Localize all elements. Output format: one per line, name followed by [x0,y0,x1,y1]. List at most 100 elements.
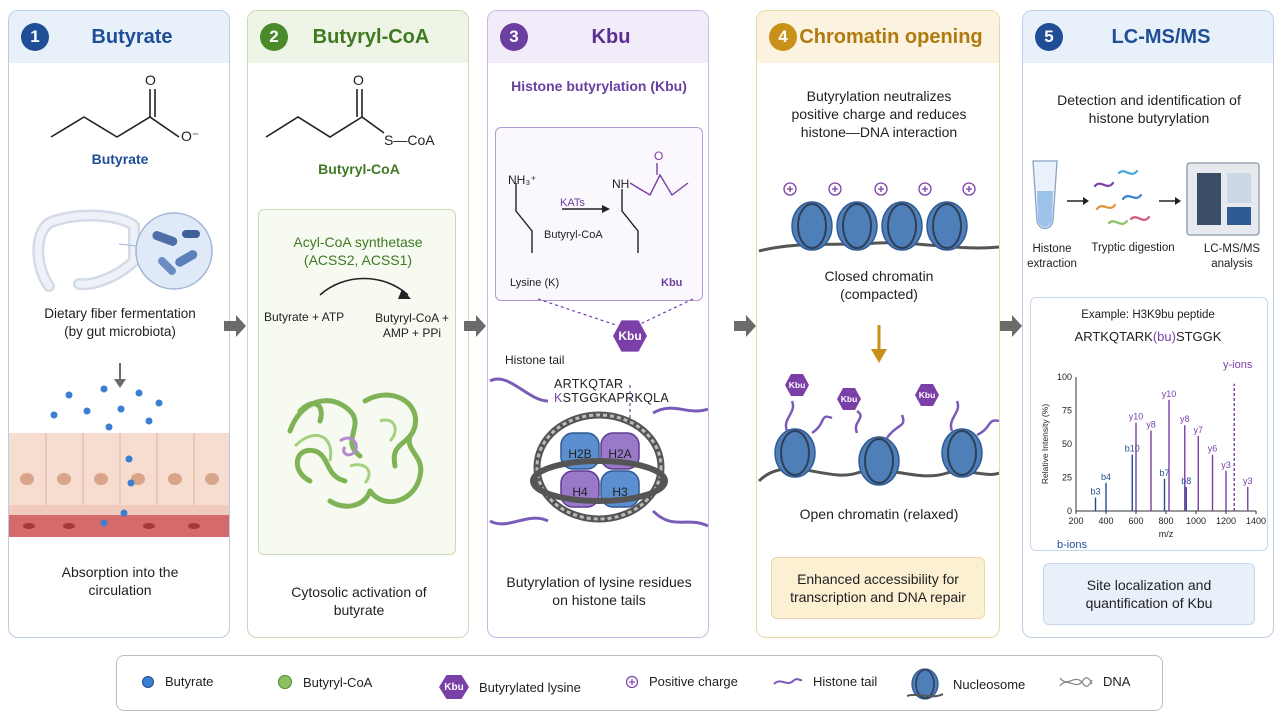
green-dot-icon [278,675,292,689]
panel-header: 2 Butyryl-CoA [248,11,468,63]
butyrylation-text: Butyrylation of lysine residues on histo… [506,574,692,608]
kbu-badge-open-1: Kbu [785,373,809,397]
panel-title: Kbu [591,25,631,48]
nh-label: NH [612,177,630,191]
lysine-reaction-structures [515,163,689,253]
step-number-badge: 3 [500,23,528,51]
sequence-suffix: STGGKAPRKQLA [562,391,670,405]
peak-label: y10 [1162,389,1177,399]
histone-H4: H4 [572,485,588,499]
panel-title: Butyryl-CoA [312,25,430,48]
legend-item-positive-charge: Positive charge [625,674,738,689]
peak-label: y8 [1146,420,1156,430]
panel-header: 4 Chromatin opening [757,11,999,63]
kbu-badge-open-2: Kbu [837,387,861,411]
y-ions-label: y-ions [1223,359,1253,371]
down-arrow [114,363,126,388]
site-localization-box: Site localization and quantification of … [1043,563,1255,625]
x-tick-label: 800 [1158,516,1173,526]
panel-lc-ms: 5 LC-MS/MS Detection and identification … [1022,10,1274,638]
step-number-badge: 4 [769,23,797,51]
accessibility-box: Enhanced accessibility for transcription… [771,557,985,619]
ominus-label: O⁻ [181,128,200,144]
legend-item-nucleosome: Nucleosome [907,666,1025,702]
fiber-fermentation-text: Dietary fiber fermentation (by gut micro… [44,306,196,339]
example-label: Example: H3K9bu peptide [1081,309,1215,321]
peptide-sequence: ARTKQTARK(bu)STGGK [1030,329,1266,344]
panel-header: 1 Butyrate [9,11,229,63]
panel-header: 5 LC-MS/MS [1023,11,1273,63]
reactant-label: Butyrate + ATP [264,310,345,324]
panel-chromatin-opening: 4 Chromatin opening Butyrylation neutral… [756,10,1000,638]
x-axis-title: m/z [1159,529,1174,539]
workflow-illustration [1032,160,1260,236]
b-ions-label: b-ions [1057,539,1087,551]
histone-sequence: ARTKQTAR KSTGGKAPRKQLA [554,377,708,405]
legend-item-dna: DNA [1059,674,1130,689]
panel-header: 3 Kbu [488,11,708,63]
flow-arrow-1 [224,315,246,337]
legend-label: Butyryl-CoA [303,674,373,690]
panel-kbu: 3 Kbu Histone butyrylation (Kbu) NH₃⁺ NH… [487,10,709,638]
connector-lines [537,298,694,326]
step-number-badge: 2 [260,23,288,51]
butyrate-structure [50,89,180,138]
histone-H2B: H2B [568,447,592,461]
legend-label: Histone tail [813,674,878,689]
step-extraction-label: Histone extraction [1027,243,1077,270]
wavy-line-icon [773,677,803,685]
spectrum-box [1030,297,1268,551]
peak-label: y7 [1193,425,1203,435]
y-tick-label: 50 [1062,439,1072,449]
chromatin-intro-text: Butyrylation neutralizes positive charge… [791,88,967,140]
x-tick-label: 1400 [1246,516,1266,526]
open-chromatin-label: Open chromatin (relaxed) [799,506,959,522]
peak-label: y3 [1243,476,1253,486]
legend-label: Positive charge [649,674,738,689]
histone-butyrylation-subtitle: Histone butyrylation (Kbu) [511,78,687,94]
step-digestion-label: Tryptic digestion [1091,242,1175,254]
legend-label: Nucleosome [953,676,1026,692]
kbu-badge: Kbu [613,320,647,352]
peptide-suffix: STGGK [1175,329,1222,344]
panel-title: Chromatin opening [799,25,983,48]
peak-label: b4 [1101,472,1111,482]
butyrylated-lysine-residue: K [554,391,563,405]
step-number-badge: 1 [21,23,49,51]
panel-butyrate: 1 Butyrate O O⁻ Butyrate Dietary fiber f… [8,10,230,638]
legend-label: Butyrylated lysine [479,679,581,695]
enzyme-box [258,209,456,555]
peak-label: b3 [1090,487,1100,497]
butyryl-coa-structure [265,89,385,138]
blue-dot-icon [142,675,154,688]
butyryl-coa-label: Butyryl-CoA [318,161,400,177]
intestinal-epithelium-illustration [9,385,229,537]
plus-circle-icon [625,675,639,688]
reaction-arrow [319,277,411,299]
peak-label: y10 [1129,412,1144,422]
peak-label: y8 [1180,414,1190,424]
legend-item-butyrylated-lysine: Kbu Butyrylated lysine [439,674,581,700]
x-tick-label: 400 [1098,516,1113,526]
enzyme-label: Acyl-CoA synthetase (ACSS2, ACSS1) [293,234,423,268]
peak-label: b7 [1159,468,1169,478]
product-label: Butyryl-CoA + AMP + PPi [375,311,449,340]
absorption-text: Absorption into the circulation [61,564,179,598]
panel-butyryl-coa: 2 Butyryl-CoA O S—CoA Butyryl-CoA Acyl-C… [247,10,469,638]
x-tick-label: 600 [1128,516,1143,526]
reaction-box [495,127,703,301]
step-lcms-label: LC-MS/MS analysis [1203,243,1261,270]
y-tick-label: 75 [1062,406,1072,416]
x-tick-label: 1200 [1216,516,1236,526]
panel-title: LC-MS/MS [1111,25,1211,48]
y-axis-title: Relative Intensity (%) [1040,404,1050,484]
closed-chromatin-illustration [758,182,999,253]
legend-item-butyrate: Butyrate [141,674,213,689]
histone-H3: H3 [612,485,628,499]
flow-arrow-2 [464,315,486,337]
scoa-label: S—CoA [384,132,435,148]
lysine-label: Lysine (K) [510,277,560,289]
lcms-intro-text: Detection and identification of histone … [1057,92,1241,126]
peak-label: y6 [1208,444,1218,454]
